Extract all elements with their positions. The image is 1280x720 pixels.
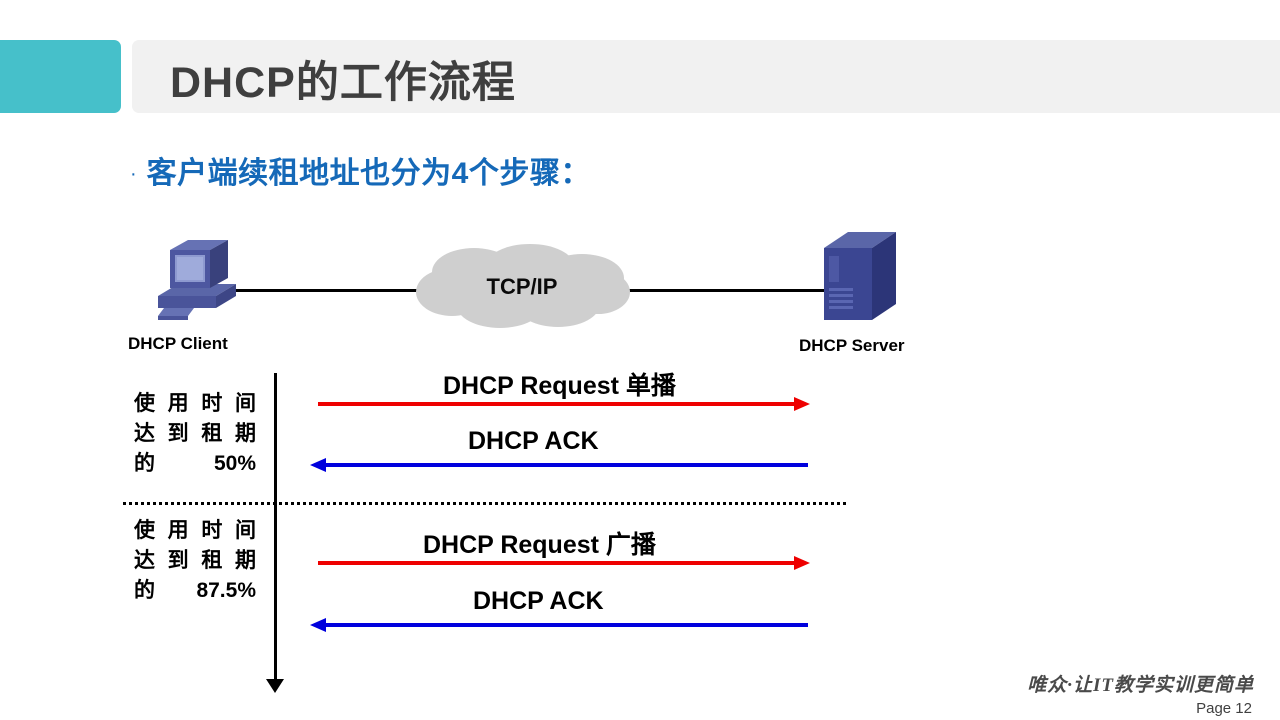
arrowhead-left-icon-3 bbox=[310, 618, 326, 632]
message-label-2: DHCP Request 广播 bbox=[423, 531, 656, 559]
link-client-to-cloud bbox=[228, 289, 428, 292]
bullet-line: · 客户端续租地址也分为4个步骤： bbox=[130, 148, 591, 192]
phase-2-line-1: 使用时间 bbox=[134, 519, 256, 542]
phase-1-line-3: 的50% bbox=[134, 452, 256, 475]
header-bar bbox=[132, 40, 1280, 113]
message-label-3: DHCP ACK bbox=[473, 587, 604, 615]
server-label: DHCP Server bbox=[799, 336, 905, 355]
message-line-1 bbox=[324, 463, 808, 467]
message-line-2 bbox=[318, 561, 796, 565]
phase-2-line-3: 的87.5% bbox=[134, 579, 256, 602]
phase-1-line-1: 使用时间 bbox=[134, 392, 256, 415]
page-title: DHCP的工作流程 bbox=[170, 58, 516, 107]
arrowhead-right-icon-0 bbox=[794, 397, 810, 411]
bullet-text: 客户端续租地址也分为4个步骤： bbox=[146, 157, 591, 190]
server-tower-icon bbox=[824, 232, 896, 320]
phase-divider-dotted-line bbox=[123, 502, 846, 505]
timeline-arrowhead-icon bbox=[266, 679, 284, 693]
message-line-0 bbox=[318, 402, 796, 406]
phase-2-note: 使用时间 达到租期 的87.5% bbox=[134, 516, 256, 606]
bullet-marker-icon: · bbox=[130, 163, 137, 185]
client-computer-icon bbox=[158, 240, 236, 320]
network-cloud-icon bbox=[416, 244, 630, 328]
footer-page-number: Page 12 bbox=[1196, 700, 1252, 717]
footer-brand: 唯众·让IT教学实训更简单 bbox=[1027, 675, 1254, 696]
cloud-label: TCP/IP bbox=[486, 274, 558, 299]
arrowhead-left-icon-1 bbox=[310, 458, 326, 472]
message-label-0: DHCP Request 单播 bbox=[443, 372, 676, 400]
client-label: DHCP Client bbox=[128, 334, 228, 353]
timeline-axis bbox=[274, 373, 277, 683]
message-line-3 bbox=[324, 623, 808, 627]
header-accent-block bbox=[0, 40, 121, 113]
phase-2-line-2: 达到租期 bbox=[134, 549, 256, 572]
phase-1-note: 使用时间 达到租期 的50% bbox=[134, 389, 256, 479]
message-label-1: DHCP ACK bbox=[468, 427, 599, 455]
phase-1-line-2: 达到租期 bbox=[134, 422, 256, 445]
arrowhead-right-icon-2 bbox=[794, 556, 810, 570]
link-cloud-to-server bbox=[618, 289, 830, 292]
